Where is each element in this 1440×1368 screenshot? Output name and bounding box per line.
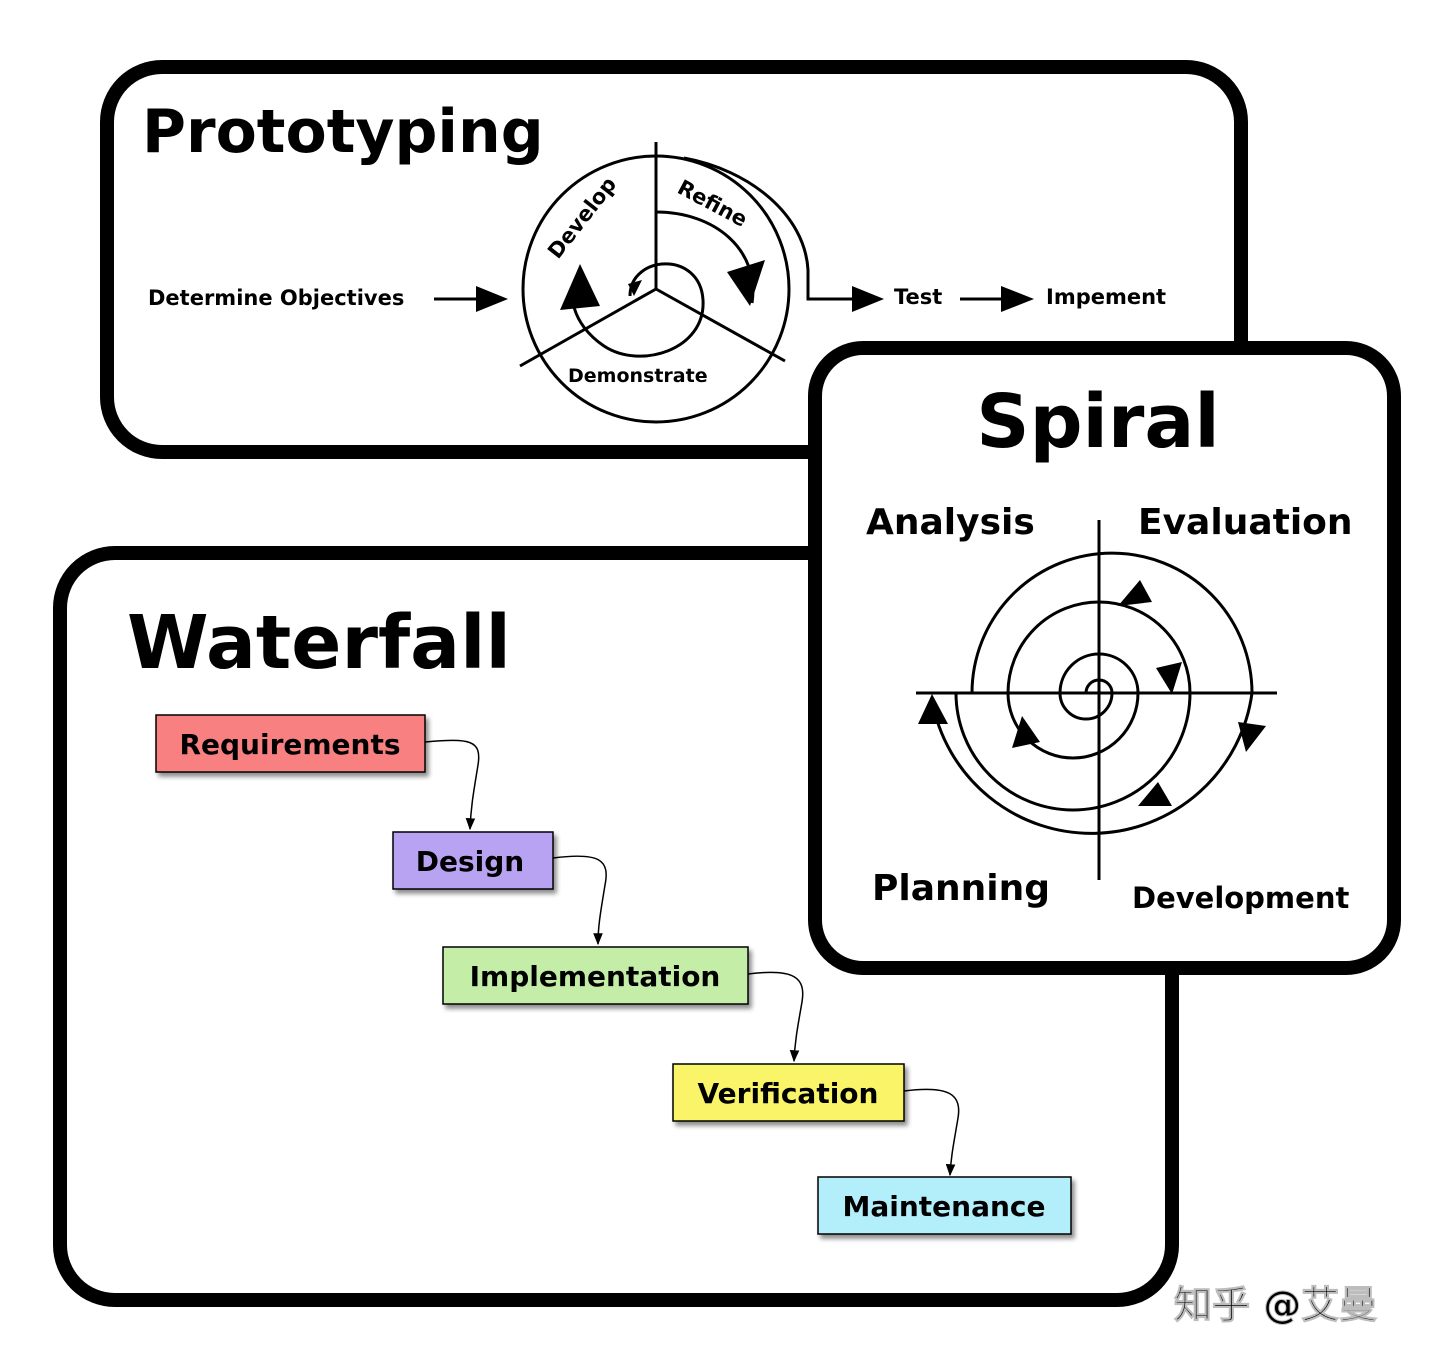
planning-label: Planning — [872, 868, 1050, 909]
spiral-arrow-icon — [1156, 662, 1182, 694]
arrow-head-icon — [476, 286, 508, 312]
test-label: Test — [894, 285, 942, 309]
waterfall-step: Design — [392, 831, 554, 890]
waterfall-step: Requirements — [155, 714, 426, 773]
spiral-title: Spiral — [976, 379, 1219, 465]
prototyping-cycle — [519, 142, 855, 424]
implement-label: Impement — [1046, 285, 1166, 309]
cycle-arrow-down-icon — [727, 260, 765, 306]
implementation-label: Implementation — [470, 960, 721, 993]
cycle-arrow-small-icon — [628, 280, 642, 296]
spiral-arrow-icon — [1238, 722, 1266, 752]
design-label: Design — [416, 845, 524, 878]
verification-box — [672, 1063, 905, 1122]
evaluation-label: Evaluation — [1138, 502, 1353, 543]
waterfall-step: Maintenance — [817, 1176, 1072, 1235]
development-label: Development — [1132, 881, 1349, 915]
spiral-panel: Spiral Analysis Evaluation Planning Deve… — [808, 341, 1401, 975]
spiral-arrow-icon — [1012, 716, 1040, 748]
spiral-figure — [916, 520, 1277, 880]
cycle-arrow-up-icon — [560, 264, 600, 310]
spiral-arrow-icon — [1138, 782, 1172, 806]
determine-objectives-label: Determine Objectives — [148, 286, 404, 310]
waterfall-step: Verification — [672, 1063, 905, 1122]
implementation-box — [442, 946, 749, 1005]
demonstrate-label: Demonstrate — [568, 365, 708, 387]
spiral-arrow-icon — [918, 694, 948, 724]
prototyping-title: Prototyping — [142, 97, 544, 167]
analysis-label: Analysis — [866, 502, 1035, 543]
design-box — [392, 831, 554, 890]
maintenance-label: Maintenance — [842, 1190, 1045, 1223]
watermark: 知乎 @艾曼 — [1174, 1283, 1377, 1327]
spiral-arrow-icon — [1118, 580, 1152, 606]
requirements-label: Requirements — [179, 728, 400, 761]
arrow-to-implement-icon — [1001, 286, 1034, 312]
verification-label: Verification — [698, 1077, 879, 1110]
maintenance-box — [817, 1176, 1072, 1235]
requirements-box — [155, 714, 426, 773]
waterfall-step: Implementation — [442, 946, 749, 1005]
arrow-to-test-icon — [852, 286, 884, 312]
waterfall-title: Waterfall — [127, 600, 511, 686]
